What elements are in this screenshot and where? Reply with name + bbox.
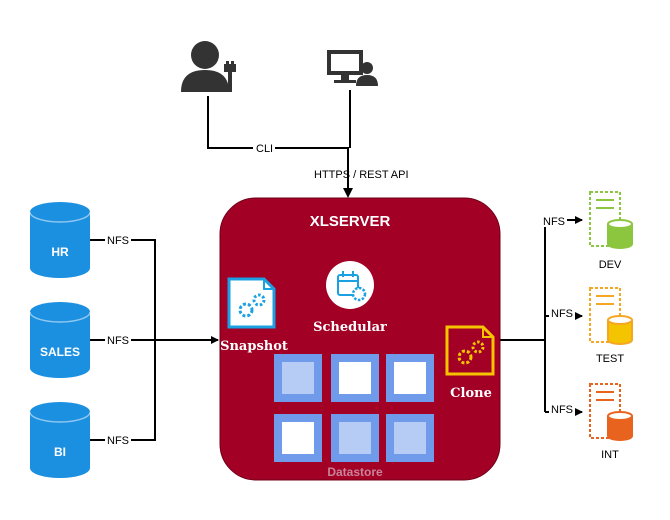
scheduler-label: Schedular <box>313 320 387 335</box>
hr-label: HR <box>51 245 69 259</box>
cli-connector <box>207 96 349 190</box>
hr-database: HR <box>29 202 91 278</box>
test-label: TEST <box>596 353 624 365</box>
rest-arrowhead <box>343 188 353 198</box>
sales-database: SALES <box>29 302 91 378</box>
cli-label: CLI <box>256 143 273 155</box>
dev-nfs-label: NFS <box>543 216 565 228</box>
snapshot-label: Snapshot <box>220 339 288 354</box>
hr-nfs-label: NFS <box>107 235 129 247</box>
datastore-tile <box>274 414 322 462</box>
bi-database: BI <box>29 402 91 478</box>
admin-icon <box>181 41 236 92</box>
datastore-tile <box>386 414 434 462</box>
server-title: XLSERVER <box>310 213 391 230</box>
int-environment-icon <box>589 383 633 441</box>
int-label: INT <box>601 449 619 461</box>
datastore-tile <box>331 354 379 402</box>
scheduler-icon <box>326 261 374 309</box>
hr-connector <box>90 239 156 340</box>
test-nfs-label: NFS <box>551 308 573 320</box>
datastore-tile <box>331 414 379 462</box>
datastore-tiles <box>274 354 434 462</box>
datastore-tile <box>386 354 434 402</box>
bi-label: BI <box>54 445 66 459</box>
computer-user-icon <box>327 50 378 86</box>
dev-label: DEV <box>599 259 622 271</box>
sales-nfs-label: NFS <box>107 335 129 347</box>
datastore-label: Datastore <box>327 465 383 479</box>
snapshot-icon <box>227 277 276 329</box>
bi-connector <box>90 340 156 441</box>
dev-environment-icon <box>589 191 633 249</box>
clone-label: Clone <box>450 386 492 401</box>
int-nfs-label: NFS <box>551 404 573 416</box>
sales-label: SALES <box>40 345 80 359</box>
clone-icon <box>445 325 495 376</box>
datastore-tile <box>274 354 322 402</box>
xlserver-box: XLSERVER Snapshot Schedular Clone <box>219 197 501 481</box>
test-environment-icon <box>589 287 633 345</box>
bi-nfs-label: NFS <box>107 435 129 447</box>
rest-label: HTTPS / REST API <box>314 169 409 181</box>
